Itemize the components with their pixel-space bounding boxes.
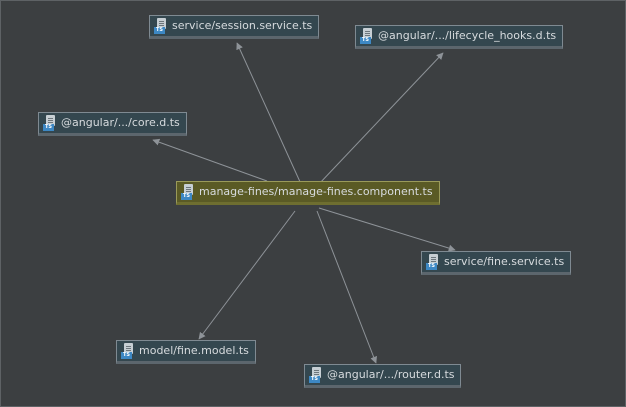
edge-manage-fines-to-lifecycle-hooks (318, 52, 444, 185)
node-fine-service[interactable]: TS service/fine.service.ts (421, 251, 572, 275)
node-label: service/session.service.ts (172, 19, 313, 32)
typescript-file-icon: TS (43, 115, 57, 131)
edge-manage-fines-to-fine-service (318, 207, 456, 252)
edge-manage-fines-to-session-service (236, 42, 302, 185)
node-label: @angular/.../router.d.ts (327, 368, 455, 381)
node-manage-fines-component[interactable]: TS manage-fines/manage-fines.component.t… (176, 181, 440, 205)
edge-manage-fines-to-fine-model (198, 210, 296, 340)
node-label: @angular/.../lifecycle_hooks.d.ts (378, 29, 557, 42)
node-label: model/fine.model.ts (139, 344, 249, 357)
node-label: service/fine.service.ts (444, 255, 565, 268)
typescript-file-icon: TS (360, 28, 374, 44)
node-label: @angular/.../core.d.ts (61, 116, 180, 129)
node-router[interactable]: TS @angular/.../router.d.ts (304, 364, 462, 388)
node-fine-model[interactable]: TS model/fine.model.ts (116, 340, 256, 364)
edge-manage-fines-to-router (316, 210, 377, 364)
typescript-file-icon: TS (121, 343, 135, 359)
node-lifecycle-hooks[interactable]: TS @angular/.../lifecycle_hooks.d.ts (355, 25, 564, 49)
node-session-service[interactable]: TS service/session.service.ts (149, 15, 320, 39)
typescript-file-icon: TS (154, 18, 168, 34)
node-label: manage-fines/manage-fines.component.ts (199, 185, 433, 198)
edge-manage-fines-to-core (152, 138, 268, 182)
typescript-file-icon: TS (181, 184, 195, 200)
typescript-file-icon: TS (309, 367, 323, 383)
typescript-file-icon: TS (426, 254, 440, 270)
node-core[interactable]: TS @angular/.../core.d.ts (38, 112, 187, 136)
